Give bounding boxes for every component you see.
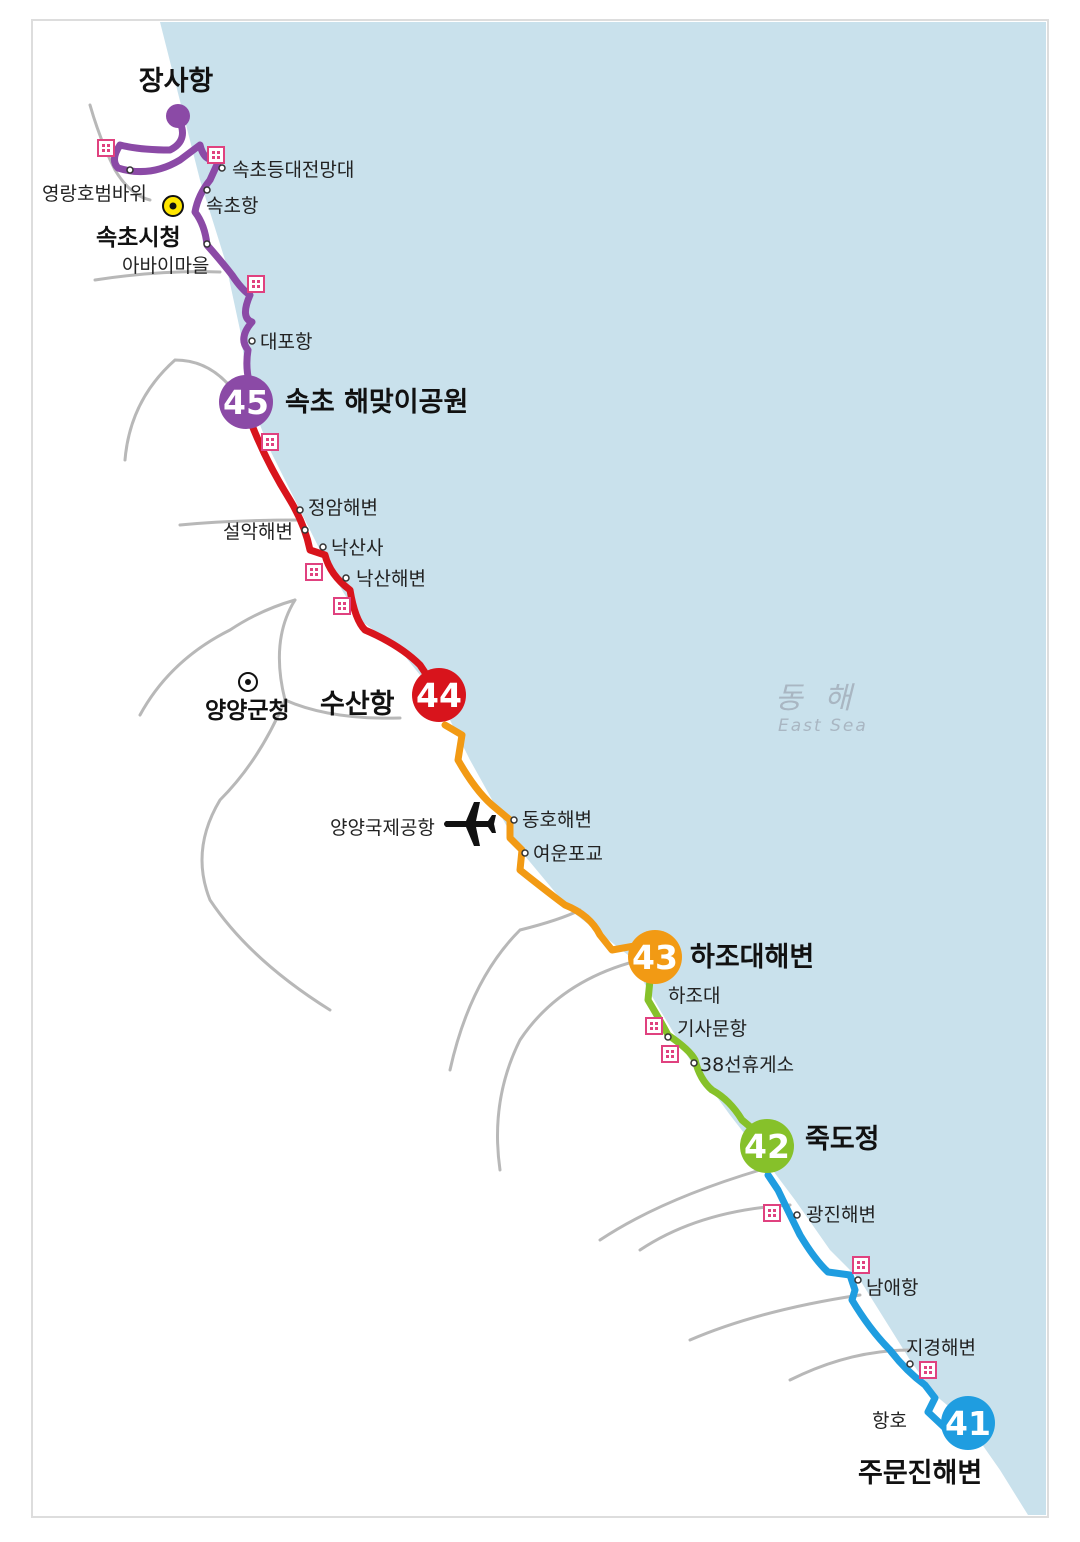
place-label: 영랑호범바위 (42, 183, 147, 205)
place-dots (126, 164, 914, 1368)
course-marker-43[interactable]: 43 하조대해변 (628, 930, 814, 984)
place-dot-icon (218, 164, 226, 172)
airplane-icon (444, 802, 496, 846)
place-dot-icon (854, 1276, 862, 1284)
course-marker-42-name: 죽도정 (805, 1124, 880, 1155)
course-marker-44-number: 44 (416, 676, 462, 715)
place-label: 기사문항 (677, 1018, 747, 1040)
route-segment-43 (441, 721, 644, 954)
course-marker-45-circle (219, 375, 273, 429)
place-label: 정암해변 (308, 497, 378, 519)
place-dot-icon (793, 1211, 801, 1219)
place-dot-icon (126, 166, 134, 174)
place-label: 속초항 (206, 195, 258, 217)
toilet-icon (852, 1256, 870, 1274)
toilet-icon (305, 563, 323, 581)
place-label: 낙산해변 (356, 568, 426, 590)
route-segment-41 (764, 1171, 949, 1432)
place-dot-icon (906, 1360, 914, 1368)
sea-name-ko: 동 해 (775, 681, 858, 716)
toilet-icon (763, 1204, 781, 1222)
course-marker-44-circle (412, 668, 466, 722)
course-marker-42[interactable]: 42 죽도정 (740, 1119, 880, 1173)
city-hall-sokcho-label: 속초시청 (96, 225, 181, 251)
airport-label: 양양국제공항 (330, 817, 435, 839)
place-label: 남애항 (866, 1277, 918, 1299)
place-dot-icon (248, 337, 256, 345)
place-label: 광진해변 (806, 1204, 876, 1226)
course-marker-41-name: 주문진해변 (858, 1458, 982, 1489)
place-label: 아바이마을 (122, 255, 209, 277)
place-label: 항호 (872, 1410, 907, 1432)
course-marker-44-name: 수산항 (320, 689, 395, 720)
course-marker-41-number: 41 (945, 1404, 991, 1443)
place-dot-icon (342, 574, 350, 582)
city-hall-sokcho: 속초시청 (96, 195, 184, 251)
toilet-icon (207, 146, 225, 164)
city-hall-yangyang-label: 양양군청 (205, 698, 290, 724)
place-label: 대포항 (260, 331, 312, 353)
course-marker-41[interactable]: 41 주문진해변 (858, 1396, 995, 1489)
sea-name-en: East Sea (778, 716, 868, 736)
place-label: 여운포교 (533, 843, 603, 865)
toilet-icons (97, 139, 937, 1379)
place-dot-icon (521, 849, 529, 857)
toilet-icon (919, 1361, 937, 1379)
course-marker-43-name: 하조대해변 (690, 942, 814, 973)
course-marker-45[interactable]: 45 속초 해맞이공원 (219, 375, 468, 429)
toilet-icon (97, 139, 115, 157)
course-marker-43-number: 43 (632, 938, 678, 977)
course-marker-44[interactable]: 44 수산항 (320, 668, 466, 722)
start-point-label: 장사항 (139, 66, 214, 97)
place-dot-icon (664, 1033, 672, 1041)
place-dot-icon (203, 240, 211, 248)
toilet-icon (247, 275, 265, 293)
course-marker-43-circle (628, 930, 682, 984)
course-marker-42-circle (740, 1119, 794, 1173)
place-label: 38선휴게소 (700, 1054, 794, 1076)
place-label: 하조대 (668, 985, 720, 1007)
place-label: 설악해변 (223, 521, 293, 543)
course-marker-45-name: 속초 해맞이공원 (285, 387, 468, 418)
course-marker-42-number: 42 (744, 1127, 790, 1166)
city-hall-yangyang: 양양군청 (205, 672, 290, 724)
place-label: 속초등대전망대 (232, 159, 354, 181)
toilet-icon (333, 597, 351, 615)
city-hall-icon-center (169, 202, 177, 210)
route-segment-44 (246, 416, 444, 699)
start-point-dot (166, 104, 190, 128)
airport: 양양국제공항 (330, 802, 496, 846)
sea-area (160, 22, 1046, 1515)
place-dot-icon (510, 816, 518, 824)
course-marker-41-circle (941, 1396, 995, 1450)
place-dot-icon (296, 506, 304, 514)
city-hall-icon-center (245, 679, 251, 685)
place-label: 동호해변 (522, 809, 592, 831)
toilet-icon (261, 433, 279, 451)
toilet-icon (645, 1017, 663, 1035)
place-label: 낙산사 (331, 537, 383, 559)
place-dot-icon (319, 543, 327, 551)
place-dot-icon (203, 186, 211, 194)
place-dot-icon (690, 1059, 698, 1067)
route-segment-45 (111, 114, 256, 389)
place-labels: 속초등대전망대 영랑호범바위 속초항 아바이마을 대포항 정암해변 설악해변 낙… (42, 159, 976, 1432)
toilet-icon (661, 1045, 679, 1063)
course-marker-45-number: 45 (223, 383, 269, 422)
place-dot-icon (301, 526, 309, 534)
place-label: 지경해변 (906, 1337, 976, 1359)
